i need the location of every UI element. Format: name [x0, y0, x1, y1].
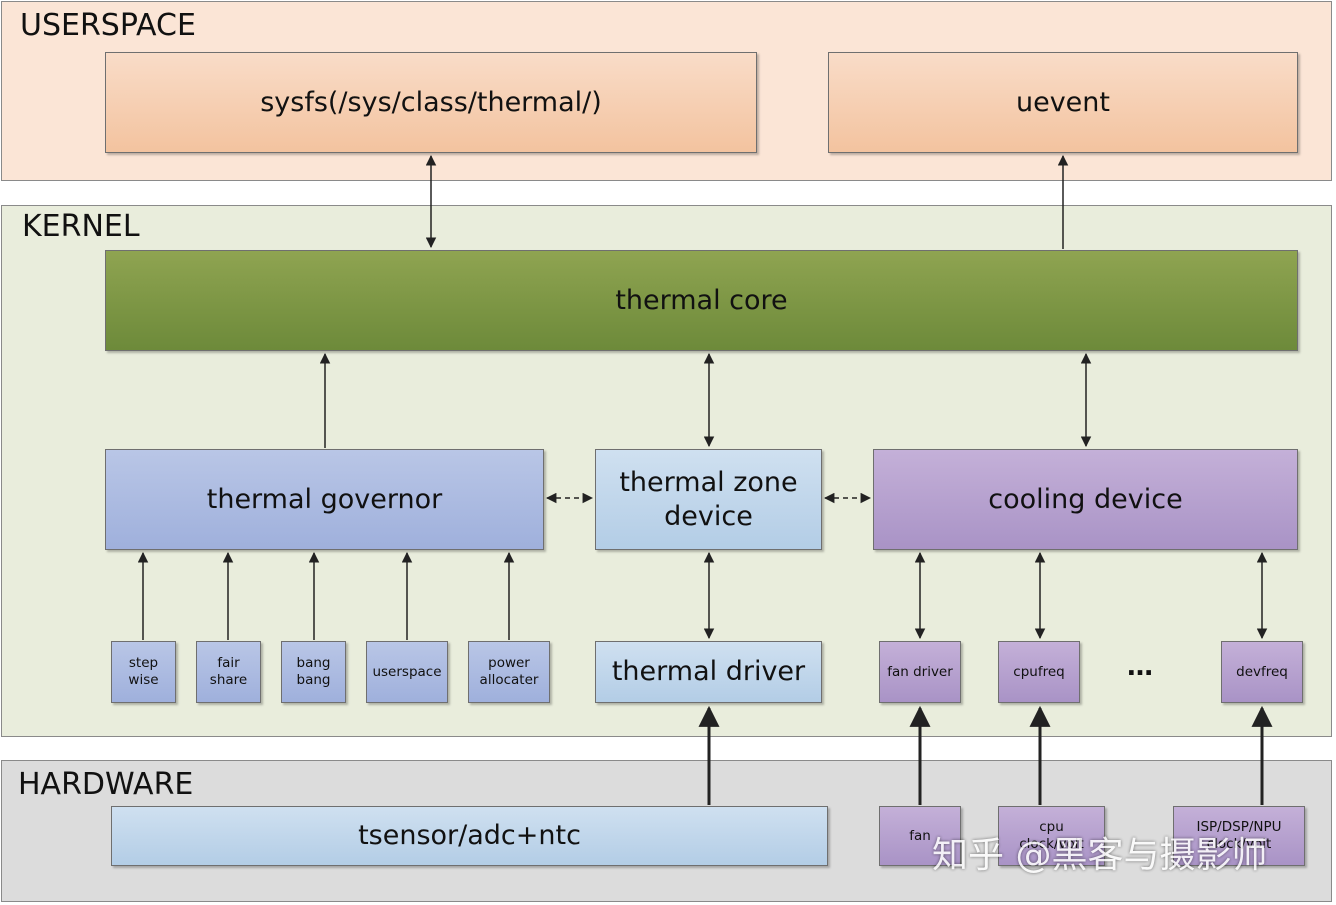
isp-hw-label-line2: clock/volt [1206, 836, 1272, 852]
fan-hw-label: fan [909, 827, 931, 844]
cooling-device-label: cooling device [988, 483, 1183, 515]
governor-label-line1: bang [296, 655, 331, 672]
watermark-text: 知乎 @黑客与摄影师 [932, 835, 1268, 876]
fan-hw-box: fan [879, 806, 961, 866]
kernel-label: KERNEL [22, 209, 140, 244]
governor-label-line2: wise [128, 672, 159, 688]
uevent-label: uevent [1015, 86, 1110, 118]
cooling-device-box: cooling device [873, 449, 1298, 550]
governor-fair-share: fair share [196, 641, 261, 703]
sysfs-box: sysfs(/sys/class/thermal/) [105, 52, 757, 153]
uevent-box: uevent [828, 52, 1298, 153]
thermal-driver-box: thermal driver [595, 641, 822, 703]
hardware-label: HARDWARE [18, 767, 194, 802]
governor-userspace: userspace [366, 641, 448, 703]
cpufreq-box: cpufreq [998, 641, 1080, 703]
governor-label-line1: power [488, 655, 530, 672]
cpufreq-label: cpufreq [1013, 663, 1065, 680]
governor-label-line2: allocater [479, 672, 539, 688]
sysfs-label: sysfs(/sys/class/thermal/) [260, 86, 602, 118]
fan-driver-box: fan driver [879, 641, 961, 703]
tsensor-label: tsensor/adc+ntc [358, 820, 581, 852]
thermal-zone-label-line2: device [664, 500, 753, 532]
userspace-label: USERSPACE [20, 8, 196, 43]
governor-label-line1: fair [217, 655, 240, 672]
isp-hw-box: ISP/DSP/NPU clock/volt [1173, 806, 1305, 866]
thermal-zone-label-line1: thermal zone [619, 466, 798, 498]
devfreq-label: devfreq [1236, 663, 1288, 680]
governor-label-line2: share [209, 672, 248, 688]
governor-label-line1: userspace [372, 663, 442, 680]
thermal-driver-label: thermal driver [611, 656, 806, 688]
thermal-core-label: thermal core [615, 284, 788, 316]
tsensor-box: tsensor/adc+ntc [111, 806, 828, 866]
governor-label-line1: step [128, 655, 159, 672]
devfreq-box: devfreq [1221, 641, 1303, 703]
cpu-hw-label-line2: clock/volt [1019, 836, 1084, 852]
thermal-core-box: thermal core [105, 250, 1298, 351]
governor-label-line2: bang [296, 672, 331, 688]
governor-bang-bang: bang bang [281, 641, 346, 703]
more-drivers-ellipsis: … [1127, 652, 1153, 682]
thermal-governor-label: thermal governor [206, 483, 443, 515]
thermal-zone-device-box: thermal zone device [595, 449, 822, 550]
cpu-hw-label-line1: cpu [1039, 819, 1064, 836]
thermal-governor-box: thermal governor [105, 449, 544, 550]
fan-driver-label: fan driver [887, 663, 953, 680]
governor-power-allocater: power allocater [468, 641, 550, 703]
governor-step-wise: step wise [111, 641, 176, 703]
cpu-hw-box: cpu clock/volt [998, 806, 1105, 866]
isp-hw-label-line1: ISP/DSP/NPU [1196, 819, 1282, 836]
